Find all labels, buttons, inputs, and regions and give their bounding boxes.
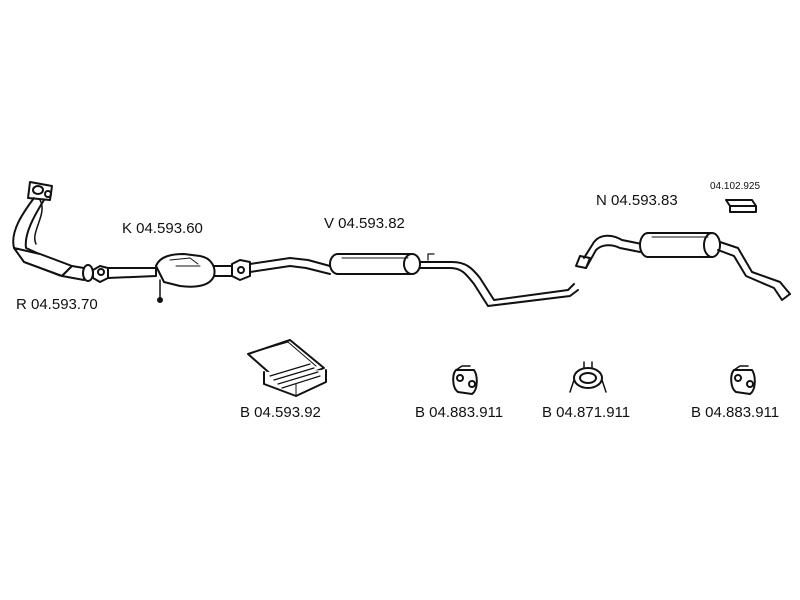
front-pipe bbox=[92, 265, 157, 283]
middle-silencer bbox=[329, 253, 579, 307]
accessory-part bbox=[725, 199, 757, 213]
mounting-kit-code-label: B 04.593.92 bbox=[240, 404, 321, 421]
intermediate-pipe bbox=[231, 257, 331, 281]
mounting-kit-box bbox=[247, 339, 327, 397]
rear-silencer-code-label: N 04.593.83 bbox=[596, 192, 678, 209]
accessory-code-label: 04.102.925 bbox=[710, 181, 761, 192]
rubber-mount-3-code-label: B 04.883.911 bbox=[691, 404, 780, 421]
rubber-mount-3 bbox=[730, 365, 756, 395]
exhaust-manifold bbox=[12, 181, 94, 282]
rubber-mount-1 bbox=[452, 365, 478, 395]
manifold-code-label: R 04.593.70 bbox=[16, 296, 98, 313]
catalyst-code-label: K 04.593.60 bbox=[122, 220, 203, 237]
middle-silencer-code-label: V 04.593.82 bbox=[324, 215, 405, 232]
catalyst bbox=[155, 253, 233, 303]
rubber-mount-1-code-label: B 04.883.911 bbox=[415, 404, 504, 421]
rubber-mount-2-code-label: B 04.871.911 bbox=[542, 404, 631, 421]
rubber-mount-2 bbox=[569, 361, 607, 393]
rear-silencer bbox=[575, 232, 791, 301]
